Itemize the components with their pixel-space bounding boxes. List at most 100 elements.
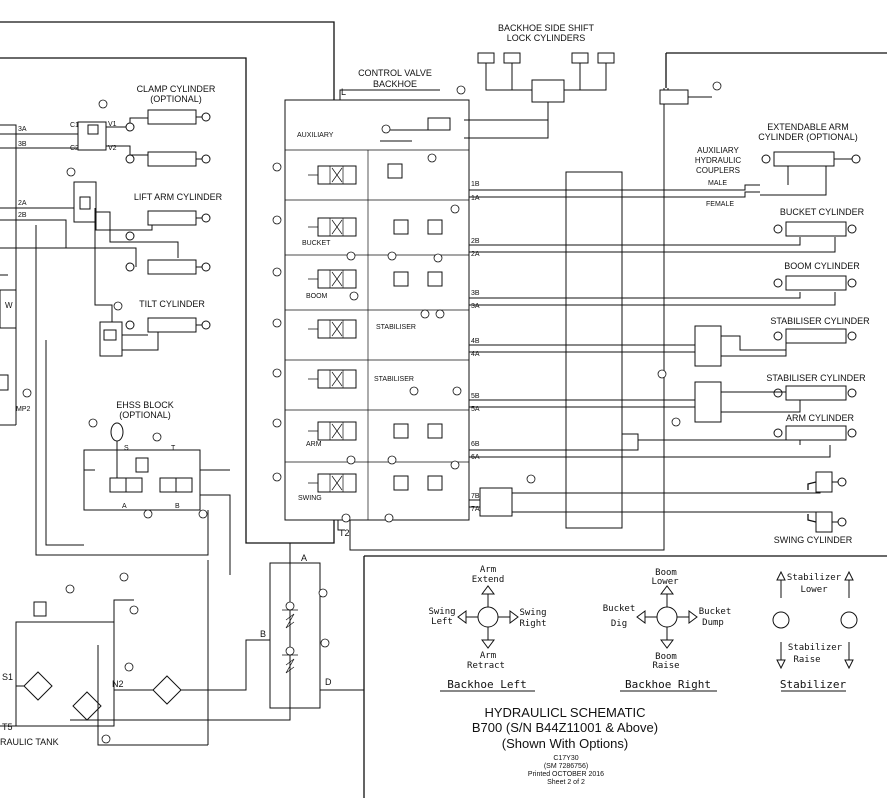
control-valve-label: CONTROL VALVE <box>358 68 432 78</box>
bucket-cylinder-label: BUCKET CYLINDER <box>780 207 865 217</box>
coupler-female: FEMALE <box>706 201 734 208</box>
callout <box>450 460 460 470</box>
extendable-arm-title: EXTENDABLE ARM <box>767 122 849 132</box>
callout <box>671 417 681 427</box>
legend-swing-left-1: Swing <box>428 607 455 617</box>
swing-cylinder-2-pivot <box>837 517 847 527</box>
arm-regen-valve <box>621 433 639 451</box>
label-port-a: A <box>122 503 127 510</box>
port-3a: 3A <box>18 126 27 133</box>
legend-bucket-dump-2: Dump <box>702 618 724 628</box>
left-partial-valve <box>0 289 17 329</box>
swing-cylinder-2-head <box>815 511 833 533</box>
arrow-left-icon <box>457 610 467 624</box>
aux-relief-valve <box>427 117 451 131</box>
loader-circuit: 3A 3B 2A 2B CLAMP CYLINDER (OPTIONAL) C1… <box>0 84 275 747</box>
callout <box>318 588 328 598</box>
hydraulic-tank-label: RAULIC TANK <box>0 737 59 747</box>
callout <box>427 153 437 163</box>
callout <box>119 572 129 582</box>
callout <box>433 253 443 263</box>
section-boom: BOOM <box>306 293 328 300</box>
callout <box>101 734 111 744</box>
legend-arm-retract-2: Retract <box>467 661 505 671</box>
legend-arm-extend-2: Extend <box>472 575 505 585</box>
relief-boom-2 <box>427 271 443 287</box>
arrow-down-icon <box>660 639 674 649</box>
stabiliser-cylinder-1-label: STABILISER CYLINDER <box>770 316 870 326</box>
port-relief-valves <box>387 163 443 491</box>
swing-cylinder-label: SWING CYLINDER <box>774 535 853 545</box>
arrow-left-icon <box>636 610 646 624</box>
label-d: D <box>325 677 332 687</box>
clamp-cylinder-1-eye <box>201 112 211 122</box>
port-5a: 5A <box>471 406 480 413</box>
lift-arm-cylinder-2-eye <box>201 262 211 272</box>
clamp-cylinder-1-mount <box>125 122 135 132</box>
callout <box>420 309 430 319</box>
callout <box>657 369 667 379</box>
label-v1: V1 <box>108 121 117 128</box>
tilt-cylinder-label: TILT CYLINDER <box>139 299 205 309</box>
label-l: L <box>341 87 346 97</box>
callout <box>387 455 397 465</box>
port-1a: 1A <box>471 195 480 202</box>
boom-cylinder-mount <box>773 278 783 288</box>
stabiliser-cylinder-1 <box>785 328 847 344</box>
port-4b: 4B <box>471 338 480 345</box>
ehss-valve-left-b <box>125 477 143 493</box>
lift-arm-cylinder-label: LIFT ARM CYLINDER <box>134 192 223 202</box>
port-5b: 5B <box>471 393 480 400</box>
port-3b: 3B <box>471 290 480 297</box>
callout <box>341 513 351 523</box>
callout <box>712 81 722 91</box>
tilt-valve-element <box>103 329 117 341</box>
callout <box>435 309 445 319</box>
callout <box>450 204 460 214</box>
arm-cylinder-label: ARM CYLINDER <box>786 413 855 423</box>
legend-swing-right-1: Swing <box>519 608 546 618</box>
callout <box>387 251 397 261</box>
callout <box>381 124 391 134</box>
callout <box>113 301 123 311</box>
port-1b: 1B <box>471 181 480 188</box>
callout <box>272 418 282 428</box>
section-arm: ARM <box>306 441 322 448</box>
port-3b: 3B <box>18 141 27 148</box>
backhoe-cylinders: EXTENDABLE ARM CYLINDER (OPTIONAL) AUXIL… <box>479 88 870 545</box>
tilt-cylinder-mount <box>125 320 135 330</box>
extendable-arm-cylinder <box>773 151 835 167</box>
main-relief-block: A B D <box>70 543 364 721</box>
ehss-accumulator <box>110 422 124 442</box>
callout <box>198 509 208 519</box>
clamp-cylinder-2-eye <box>201 154 211 164</box>
ehss-valve-right-b <box>175 477 193 493</box>
relief-bucket-2 <box>427 219 443 235</box>
title-line-2: B700 (S/N B44Z11001 & Above) <box>472 720 658 735</box>
side-shift-title: BACKHOE SIDE SHIFT <box>498 23 595 33</box>
legend-stabilizer-raise-2: Raise <box>793 655 820 665</box>
port-6b: 6B <box>471 441 480 448</box>
tilt-cylinder <box>147 317 197 333</box>
callout <box>143 509 153 519</box>
section-stabiliser-2: STABILISER <box>374 376 414 383</box>
legend-arm-retract-1: Arm <box>480 651 496 661</box>
lock-cyl-4 <box>597 52 615 64</box>
legend-stabilizer-lower-1: Stabilizer <box>787 573 842 583</box>
lock-manifold <box>531 79 565 103</box>
label-n2: N2 <box>112 679 124 689</box>
clamp-valve-element <box>87 124 99 135</box>
callout <box>409 386 419 396</box>
ehss-valve-left-a <box>109 477 127 493</box>
port-2a: 2A <box>18 200 27 207</box>
label-s1: S1 <box>2 672 13 682</box>
extendable-arm-valve <box>659 89 689 105</box>
title-block: HYDRAULICL SCHEMATIC B700 (S/N B44Z11001… <box>472 705 658 786</box>
legend-stabilizer: Stabilizer Lower Stabilizer Raise Stabil… <box>772 570 858 692</box>
callout <box>320 638 330 648</box>
title-line-1: HYDRAULICL SCHEMATIC <box>484 705 645 720</box>
callouts <box>22 81 722 744</box>
boom-cylinder <box>785 275 847 291</box>
aux-couplers-3: COUPLERS <box>696 166 740 175</box>
